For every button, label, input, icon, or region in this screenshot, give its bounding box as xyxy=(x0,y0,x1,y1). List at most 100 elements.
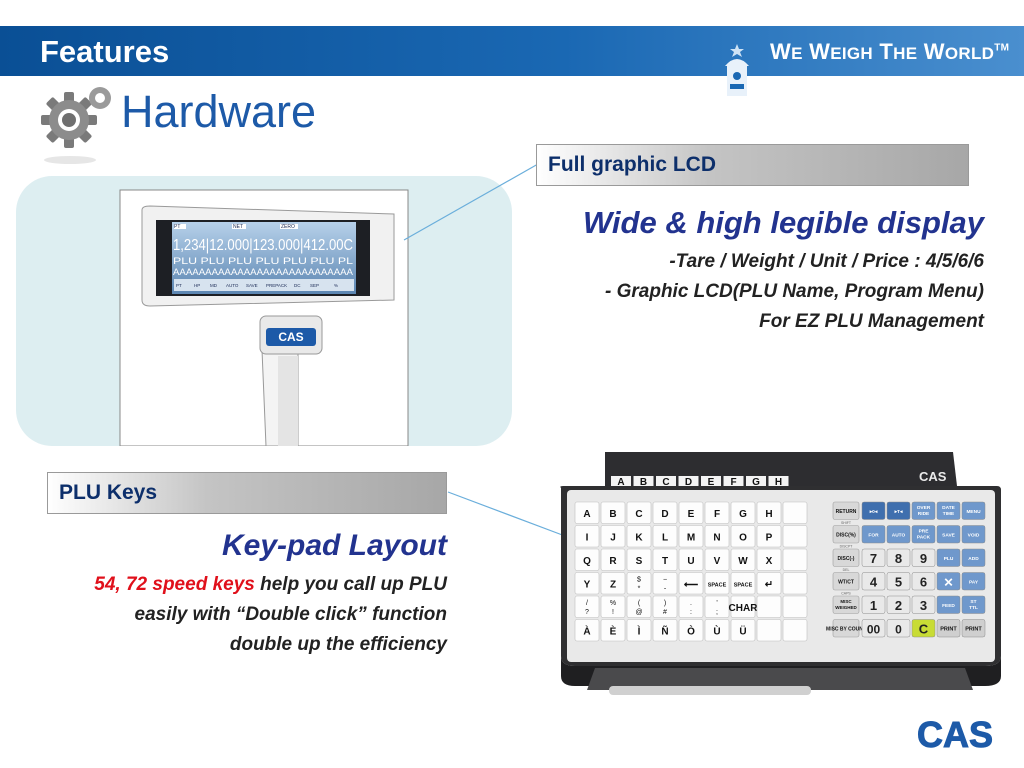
plu-key-label: Ì xyxy=(637,625,641,638)
function-key[interactable] xyxy=(832,548,860,567)
control-key[interactable] xyxy=(936,525,961,544)
plu-key[interactable] xyxy=(652,501,678,524)
control-key[interactable] xyxy=(936,619,961,638)
plu-key[interactable] xyxy=(626,572,652,595)
control-key[interactable] xyxy=(961,525,986,544)
function-key[interactable] xyxy=(832,525,860,544)
plu-key[interactable] xyxy=(704,548,730,571)
control-key[interactable] xyxy=(886,548,911,567)
plu-key[interactable] xyxy=(626,595,652,618)
plu-key[interactable] xyxy=(704,595,730,618)
plu-key[interactable] xyxy=(756,595,782,618)
function-key[interactable] xyxy=(832,501,860,520)
plu-key[interactable] xyxy=(756,501,782,524)
cas-logo: CAS xyxy=(903,716,1007,754)
control-key[interactable] xyxy=(961,572,986,591)
plu-key[interactable] xyxy=(730,595,756,618)
control-key[interactable] xyxy=(911,501,936,520)
lcd-label: Full graphic LCD xyxy=(548,153,716,176)
control-key[interactable] xyxy=(861,595,886,614)
plu-key[interactable] xyxy=(626,501,652,524)
plu-key[interactable] xyxy=(574,572,600,595)
plu-key[interactable] xyxy=(600,501,626,524)
control-key[interactable] xyxy=(961,501,986,520)
control-key[interactable] xyxy=(886,572,911,591)
plu-key[interactable] xyxy=(678,548,704,571)
control-key-label: PRE xyxy=(919,529,930,535)
control-key[interactable] xyxy=(911,548,936,567)
plu-key[interactable] xyxy=(756,548,782,571)
plu-key[interactable] xyxy=(652,548,678,571)
plu-key[interactable] xyxy=(678,619,704,642)
control-key[interactable] xyxy=(911,595,936,614)
control-key[interactable] xyxy=(861,572,886,591)
plu-key[interactable] xyxy=(574,525,600,548)
plu-key[interactable] xyxy=(730,619,756,642)
control-key[interactable] xyxy=(886,501,911,520)
control-key[interactable] xyxy=(911,572,936,591)
plu-key[interactable] xyxy=(574,619,600,642)
lcd-row-values: 1,234|12.000|123.000|412.00C xyxy=(173,237,353,254)
control-key[interactable] xyxy=(911,619,936,638)
plu-key[interactable] xyxy=(678,525,704,548)
plu-key[interactable] xyxy=(730,525,756,548)
plu-key[interactable] xyxy=(782,501,808,524)
plu-key[interactable] xyxy=(626,548,652,571)
plu-key[interactable] xyxy=(782,572,808,595)
plu-key[interactable] xyxy=(704,525,730,548)
plu-key[interactable] xyxy=(574,501,600,524)
plu-key[interactable] xyxy=(600,525,626,548)
plu-key[interactable] xyxy=(652,619,678,642)
plu-key[interactable] xyxy=(704,619,730,642)
plu-key[interactable] xyxy=(782,548,808,571)
plu-key[interactable] xyxy=(756,619,782,642)
control-key[interactable] xyxy=(886,619,911,638)
function-key[interactable] xyxy=(832,572,860,591)
plu-key[interactable] xyxy=(626,525,652,548)
plu-key[interactable] xyxy=(652,525,678,548)
function-key[interactable] xyxy=(832,595,860,614)
plu-key[interactable] xyxy=(600,595,626,618)
top-letter: H xyxy=(775,477,782,488)
plu-key[interactable] xyxy=(652,572,678,595)
top-letter: A xyxy=(617,477,624,488)
control-key[interactable] xyxy=(886,525,911,544)
control-key[interactable] xyxy=(861,525,886,544)
control-key[interactable] xyxy=(961,595,986,614)
plu-key-label: P xyxy=(766,533,773,544)
plu-key[interactable] xyxy=(574,548,600,571)
control-key[interactable] xyxy=(861,548,886,567)
control-key[interactable] xyxy=(936,595,961,614)
plu-key[interactable] xyxy=(730,548,756,571)
plu-key[interactable] xyxy=(704,501,730,524)
plu-key[interactable] xyxy=(782,595,808,618)
control-key[interactable] xyxy=(886,595,911,614)
plu-key-label: Ü xyxy=(739,625,746,638)
control-key[interactable] xyxy=(961,619,986,638)
control-key[interactable] xyxy=(936,548,961,567)
control-key[interactable] xyxy=(936,501,961,520)
function-key[interactable] xyxy=(832,619,860,638)
control-key[interactable] xyxy=(861,619,886,638)
plu-key[interactable] xyxy=(600,619,626,642)
plu-key[interactable] xyxy=(756,525,782,548)
plu-key[interactable] xyxy=(782,619,808,642)
plu-key[interactable] xyxy=(704,572,730,595)
plu-key[interactable] xyxy=(678,501,704,524)
plu-key[interactable] xyxy=(678,595,704,618)
plu-key[interactable] xyxy=(678,572,704,595)
control-key[interactable] xyxy=(861,501,886,520)
plu-key[interactable] xyxy=(730,501,756,524)
plu-key[interactable] xyxy=(652,595,678,618)
plu-key[interactable] xyxy=(626,619,652,642)
control-key[interactable] xyxy=(961,548,986,567)
plu-key[interactable] xyxy=(600,548,626,571)
plu-key[interactable] xyxy=(756,572,782,595)
plu-key-label: L xyxy=(662,533,668,544)
plu-key[interactable] xyxy=(600,572,626,595)
control-key[interactable] xyxy=(911,525,936,544)
control-key[interactable] xyxy=(936,572,961,591)
plu-key[interactable] xyxy=(574,595,600,618)
plu-key[interactable] xyxy=(730,572,756,595)
plu-key[interactable] xyxy=(782,525,808,548)
